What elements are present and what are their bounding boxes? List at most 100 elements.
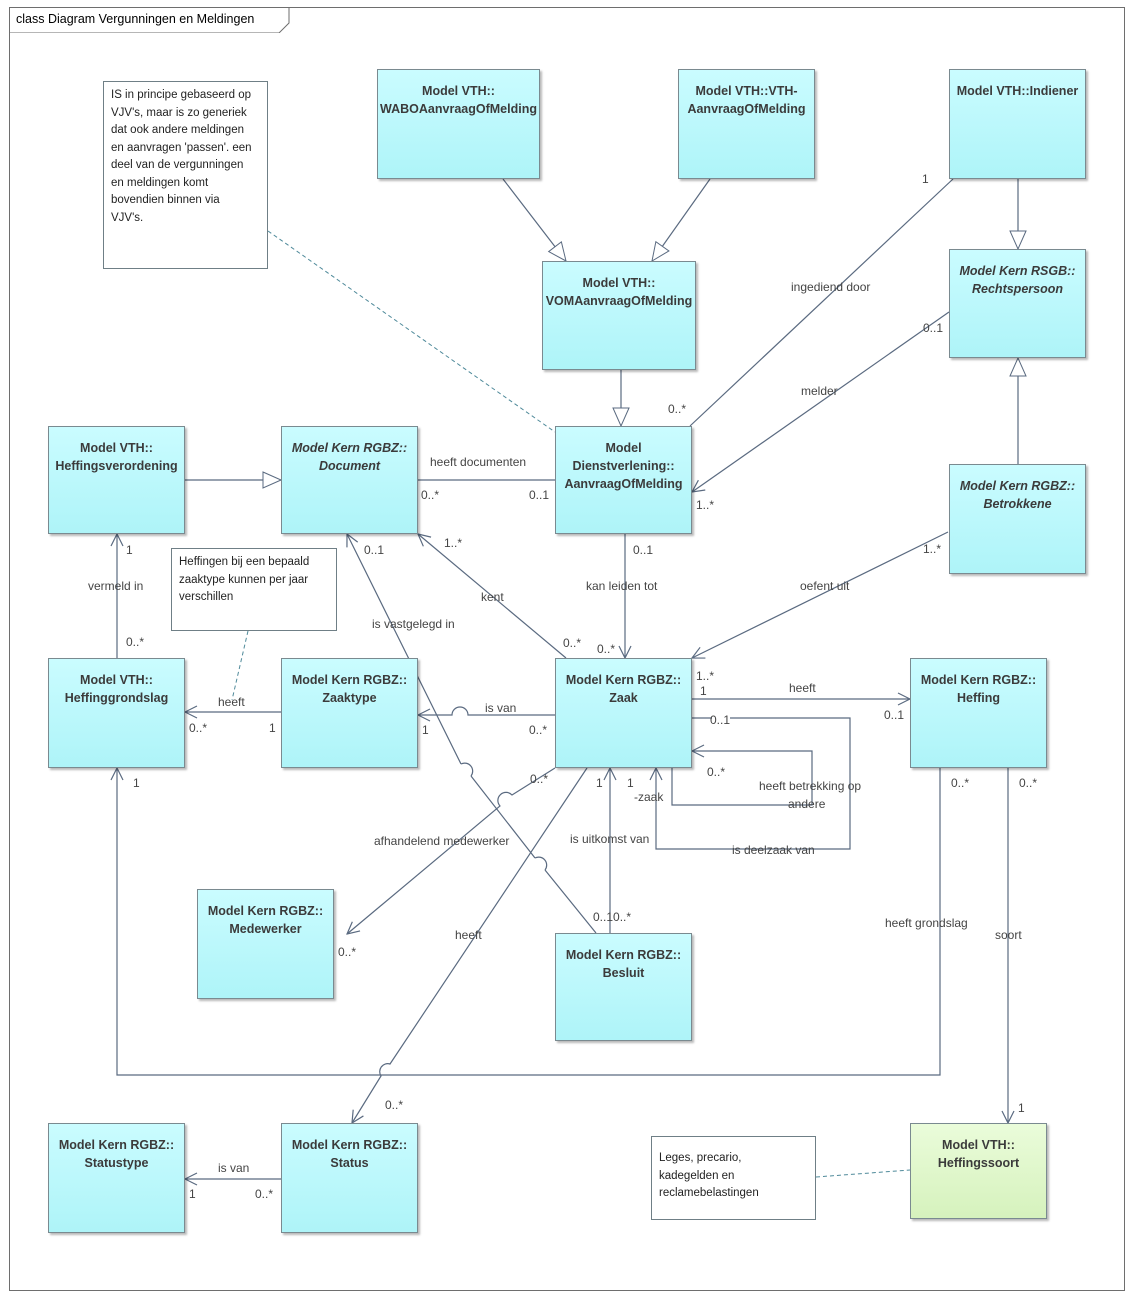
class-name-line: Dienstverlening:: <box>572 459 675 473</box>
class-heffing[interactable]: Model Kern RGBZ:: Heffing <box>910 658 1047 768</box>
class-document[interactable]: Model Kern RGBZ:: Document <box>281 426 418 534</box>
class-status[interactable]: Model Kern RGBZ:: Status <box>281 1123 418 1233</box>
class-rechtspersoon[interactable]: Model Kern RSGB:: Rechtspersoon <box>949 249 1086 358</box>
mult-zt-1: 1 <box>269 721 276 735</box>
class-aanvraag-of-melding[interactable]: Model Dienstverlening:: AanvraagOfMeldin… <box>555 426 692 534</box>
class-name-line: Model Kern RGBZ:: <box>291 673 408 687</box>
class-name-line: Model VTH::Indiener <box>956 84 1079 98</box>
class-zaak[interactable]: Model Kern RGBZ:: Zaak <box>555 658 692 768</box>
class-statustype[interactable]: Model Kern RGBZ:: Statustype <box>48 1123 185 1233</box>
mult-status-0n: 0..* <box>385 1098 404 1112</box>
class-heffingssoort[interactable]: Model VTH:: Heffingssoort <box>910 1123 1047 1219</box>
class-medewerker[interactable]: Model Kern RGBZ:: Medewerker <box>197 889 334 999</box>
class-zaaktype[interactable]: Model Kern RGBZ:: Zaaktype <box>281 658 418 768</box>
label-kent: kent <box>481 590 504 604</box>
mult-besluit: 0..10..* <box>593 910 632 924</box>
label-is-deelzaak-van: is deelzaak van <box>732 843 815 857</box>
class-name-line: Rechtspersoon <box>972 282 1063 296</box>
class-name-line: Model VTH:: <box>942 1138 1015 1152</box>
mult-zaak-1: 1 <box>700 684 707 698</box>
assoc-heeft-betrekking-op <box>671 751 813 806</box>
label-andere: andere <box>788 797 826 811</box>
mult-aanvraag-01: 0..1 <box>633 543 654 557</box>
note-leges[interactable]: Leges, precario, kadegelden en reclamebe… <box>651 1136 816 1220</box>
label-oefent-uit: oefent uit <box>800 579 850 593</box>
mult-statustype-1: 1 <box>189 1187 196 1201</box>
class-name-line: Model <box>605 441 642 455</box>
note-line: en meldingen komt <box>111 176 209 189</box>
mult-zaak-0n-a: 0..* <box>597 642 616 656</box>
label-heeft-heffinggrondslag: heeft <box>218 695 245 709</box>
class-name-line: Statustype <box>84 1156 149 1170</box>
note-line: reclamebelastingen <box>659 1187 759 1199</box>
mult-status-0n-b: 0..* <box>255 1187 274 1201</box>
mult-doc-01-b: 0..1 <box>364 543 385 557</box>
class-name-line: Model Kern RGBZ:: <box>291 1138 408 1152</box>
mult-hg-1-left: 1 <box>133 776 140 790</box>
class-heffinggrondslag[interactable]: Model VTH:: Heffinggrondslag <box>48 658 185 768</box>
class-besluit[interactable]: Model Kern RGBZ:: Besluit <box>555 933 692 1041</box>
note-line: bovendien binnen via <box>111 194 220 206</box>
mult-rechtspersoon-01: 0..1 <box>923 321 944 335</box>
assoc-melder <box>692 311 950 492</box>
assoc-ingediend-door <box>689 178 954 427</box>
class-name-line: AanvraagOfMelding <box>564 477 683 491</box>
note-vjv[interactable]: IS in principe gebaseerd op VJV's, maar … <box>103 81 268 269</box>
note-line: verschillen <box>179 591 234 603</box>
label-heeft-heffing: heeft <box>789 681 816 695</box>
class-name-line: Zaak <box>609 691 638 705</box>
mult-zaak-1n: 1..* <box>696 669 715 683</box>
class-name-line: Model Kern RGBZ:: <box>58 1138 175 1152</box>
assoc-heeft-status <box>352 767 588 1123</box>
class-heffingsverordening[interactable]: Model VTH:: Heffingsverordening <box>48 426 185 534</box>
class-name-line: Heffing <box>956 691 1001 705</box>
mult-heffing-0n-a: 0..* <box>951 776 970 790</box>
mult-hs-1: 1 <box>1018 1101 1025 1115</box>
frame-title-tab <box>9 7 290 33</box>
mult-zaak-0n-c: 0..* <box>529 723 548 737</box>
mult-betrokkene-1n: 1..* <box>923 542 942 556</box>
mult-doc-1n: 1..* <box>444 536 463 550</box>
note-line: dat ook andere meldingen <box>111 124 244 136</box>
class-name-line: Zaaktype <box>322 691 377 705</box>
mult-zaak-0n-b: 0..* <box>563 636 582 650</box>
class-voma-aanvraag-of-melding[interactable]: Model VTH:: VOMAanvraagOfMelding <box>542 261 696 370</box>
note-line: VJV's. <box>111 211 144 224</box>
label-melder: melder <box>801 384 838 398</box>
class-indiener[interactable]: Model VTH::Indiener <box>949 69 1086 179</box>
mult-doc-0n: 0..* <box>421 488 440 502</box>
class-betrokkene[interactable]: Model Kern RGBZ:: Betrokkene <box>949 464 1086 574</box>
mult-zt-1b: 1 <box>422 723 429 737</box>
class-vth-aanvraag-of-melding[interactable]: Model VTH::VTH- AanvraagOfMelding <box>678 69 815 179</box>
label-soort: soort <box>995 928 1022 942</box>
assoc-afhandelend-medewerker <box>347 767 556 934</box>
mult-heffing-01: 0..1 <box>884 708 905 722</box>
note-line: deel van de vergunningen <box>111 159 244 171</box>
mult-heffing-0n-b: 0..* <box>1019 776 1038 790</box>
class-name-line: Medewerker <box>229 922 302 936</box>
class-name-line: Betrokkene <box>983 497 1052 511</box>
mult-indiener-0n: 0..* <box>668 402 687 416</box>
class-name-line: Besluit <box>602 966 645 980</box>
assoc-heeft-grondslag <box>117 768 941 1076</box>
label-zaak-role: -zaak <box>634 790 664 804</box>
note-heffingen[interactable]: Heffingen bij een bepaald zaaktype kunne… <box>171 548 337 631</box>
mult-zaak-1-bottom: 1 <box>596 776 603 790</box>
class-name-line: WABOAanvraagOfMelding <box>380 102 537 116</box>
gen-wabo-voma <box>502 178 566 261</box>
label-heeft-grondslag: heeft grondslag <box>885 916 968 930</box>
label-heeft-documenten: heeft documenten <box>430 455 527 469</box>
label-kan-leiden-tot: kan leiden tot <box>586 579 658 593</box>
diagram-title: class Diagram Vergunningen en Meldingen <box>16 12 255 26</box>
class-name-line: Model Kern RGBZ:: <box>565 673 682 687</box>
note-line: IS in principe gebaseerd op <box>111 89 252 101</box>
note-line: kadegelden en <box>659 1169 735 1182</box>
note-link-vjv <box>267 230 556 433</box>
mult-medewerker-0n: 0..* <box>338 945 357 959</box>
note-line: zaaktype kunnen per jaar <box>179 573 309 586</box>
class-wabo-aanvraag-of-melding[interactable]: Model VTH:: WABOAanvraagOfMelding <box>377 69 540 179</box>
mult-zaak-0n-self: 0..* <box>707 765 726 779</box>
mult-zaak-0n-d: 0..* <box>530 772 549 786</box>
mult-indiener-1: 1 <box>922 172 929 186</box>
